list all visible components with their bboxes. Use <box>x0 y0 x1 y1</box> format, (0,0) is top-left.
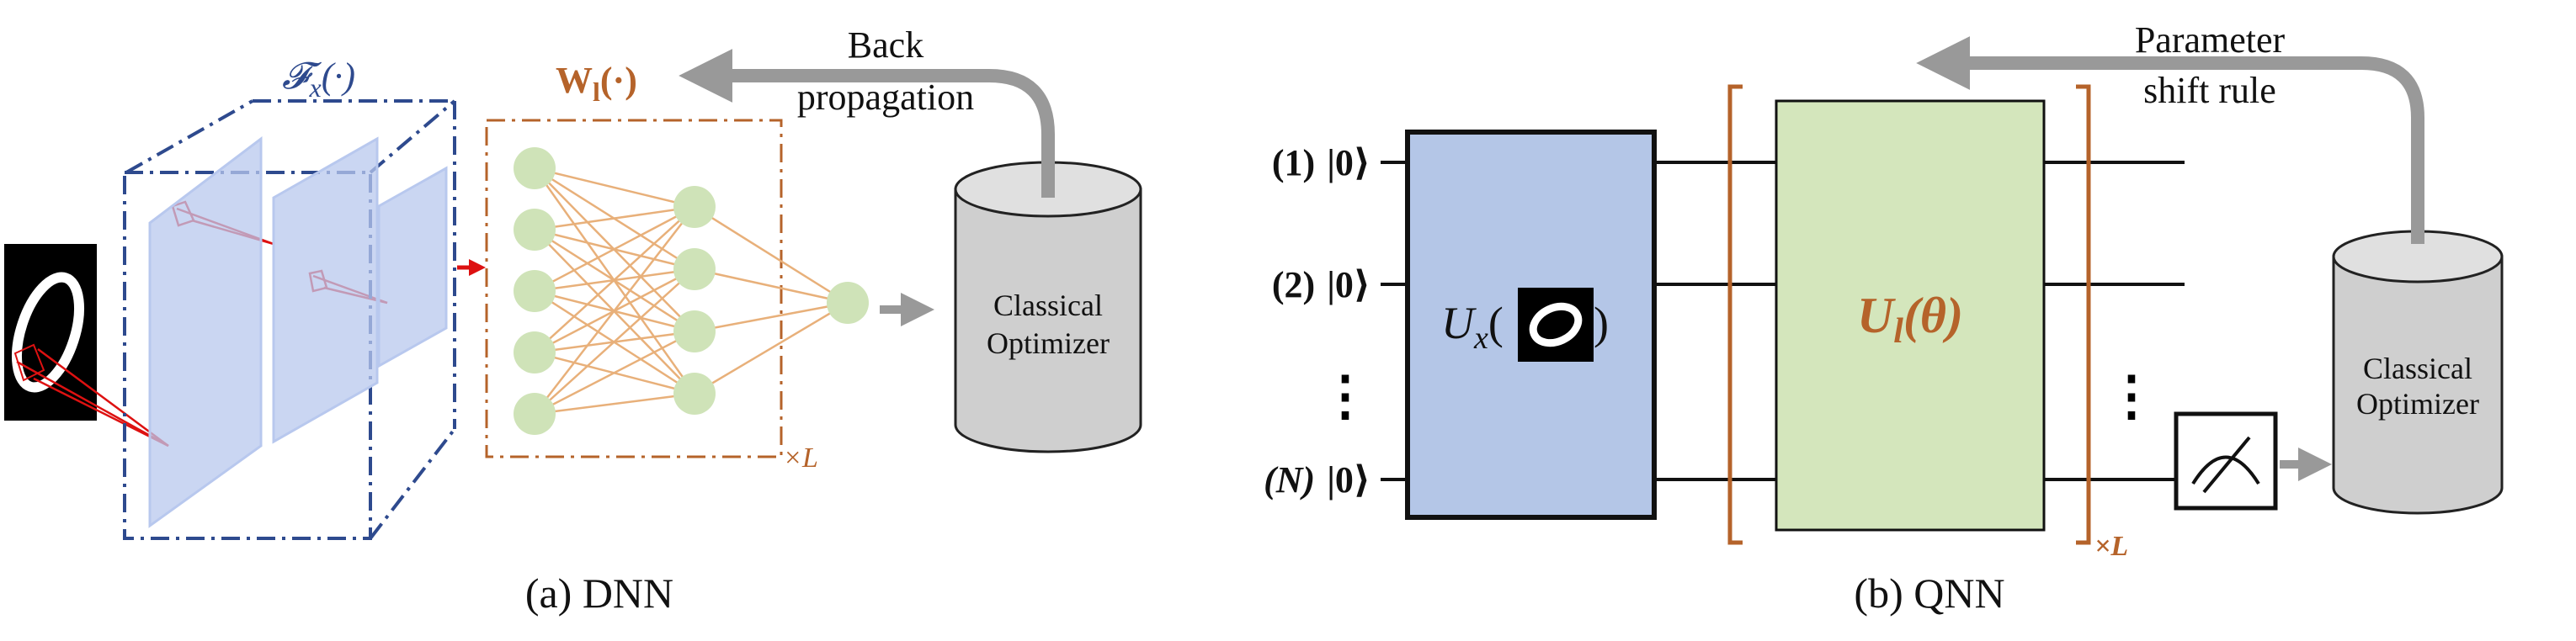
qubit-1-state: |0⟩ <box>1327 142 1370 183</box>
mlp-neuron-layer-2 <box>673 248 716 290</box>
backprop-arrow <box>679 49 1055 198</box>
mlp-neuron-layer-3 <box>827 282 869 324</box>
mlp-neuron-layer-1 <box>514 270 556 312</box>
mlp-neuron-layer-1 <box>514 147 556 189</box>
mlp-neuron-layer-1 <box>514 209 556 251</box>
mlp-neuron-layer-2 <box>673 186 716 228</box>
mlp-edge <box>534 205 695 231</box>
qnn-optimizer-line2: Optimizer <box>2356 387 2479 421</box>
qubit-1-index: (1) <box>1272 142 1315 183</box>
backprop-line1: Back <box>848 24 923 66</box>
mlp-neuron-layer-1 <box>514 331 556 373</box>
ansatz-brackets <box>1727 84 2091 545</box>
weight-sub: l <box>593 77 600 107</box>
dnn-optimizer-line1: Classical <box>993 289 1103 322</box>
mlp-edge <box>534 206 695 353</box>
qubit-n-state: |0⟩ <box>1327 459 1370 501</box>
encoder-digit-image <box>1518 288 1594 362</box>
dnn-caption: (a) DNN <box>525 569 673 617</box>
mlp-edge <box>694 205 849 305</box>
dnn-panel: 𝓕x(·) Wl(·) ×L Classical Optimizer Back … <box>4 24 1142 617</box>
svg-text:(2)|0⟩: (2) |0⟩ <box>1272 264 1370 305</box>
ansatz-sub: l <box>1893 312 1903 351</box>
weight-arg: (·) <box>600 60 637 101</box>
svg-text:Wl(·): Wl(·) <box>556 60 637 107</box>
encoder-sub: x <box>1473 320 1488 356</box>
mlp-neuron-layer-2 <box>673 310 716 352</box>
encoder-open: ( <box>1488 298 1504 348</box>
encoder-label: U <box>1441 298 1477 348</box>
mlp-edge <box>534 167 695 209</box>
feature-extractor-arg: (·) <box>322 56 355 97</box>
measurement-meter <box>2174 411 2278 511</box>
mlp-neurons <box>514 147 869 435</box>
ansatz-label: U <box>1857 288 1896 343</box>
param-line1: Parameter <box>2135 19 2286 61</box>
qubit-vdots-right: ⋮ <box>2105 366 2158 426</box>
mlp-neuron-layer-1 <box>514 393 556 435</box>
qnn-repeat-label: ×L <box>2094 531 2128 562</box>
input-digit-image <box>4 244 97 421</box>
mlp-edge <box>694 301 849 333</box>
qubit-n-index: (N) <box>1264 459 1315 501</box>
svg-text:(N)|0⟩: (N) |0⟩ <box>1264 459 1370 501</box>
qubit-2-index: (2) <box>1272 264 1315 305</box>
param-line2: shift rule <box>2143 70 2276 111</box>
ansatz-block <box>1775 99 2046 532</box>
mlp-edge <box>534 268 695 415</box>
mlp-edge <box>694 301 849 395</box>
mlp-edge <box>694 268 849 305</box>
qnn-optimizer-cylinder <box>2332 230 2504 515</box>
qnn-panel: (1)|0⟩ (2)|0⟩ (N)|0⟩ ⋮ ⋮ Ux( ) Ul(θ) × <box>1264 19 2504 617</box>
svg-text:Ux(: Ux( <box>1441 298 1504 356</box>
qubit-2-state: |0⟩ <box>1327 264 1370 305</box>
svg-text:Ul(θ): Ul(θ) <box>1857 288 1963 351</box>
qubit-wires <box>1381 161 2185 481</box>
svg-text:𝓕x(·): 𝓕x(·) <box>282 56 355 103</box>
mlp-neuron-layer-2 <box>673 373 716 415</box>
mlp-edge <box>534 330 695 416</box>
encoder-close: ) <box>1594 298 1609 348</box>
weight-label: W <box>556 60 593 101</box>
mlp-edge <box>534 205 695 293</box>
qnn-caption: (b) QNN <box>1854 569 2004 617</box>
dnn-repeat-label: ×L <box>783 442 818 474</box>
feature-extractor-sub: x <box>308 72 321 103</box>
feature-map-planes <box>148 135 448 528</box>
backprop-line2: propagation <box>797 77 974 118</box>
mlp-edge <box>534 392 695 416</box>
mlp-edge <box>534 206 695 415</box>
ansatz-arg: (θ) <box>1903 288 1963 343</box>
qnn-optimizer-line1: Classical <box>2363 352 2472 385</box>
svg-text:(1)|0⟩: (1) |0⟩ <box>1272 142 1370 183</box>
parameter-shift-arrow <box>1916 36 2424 244</box>
mlp-edges <box>533 167 849 416</box>
qubit-vdots-left: ⋮ <box>1318 366 1372 426</box>
dnn-optimizer-line2: Optimizer <box>987 326 1110 360</box>
